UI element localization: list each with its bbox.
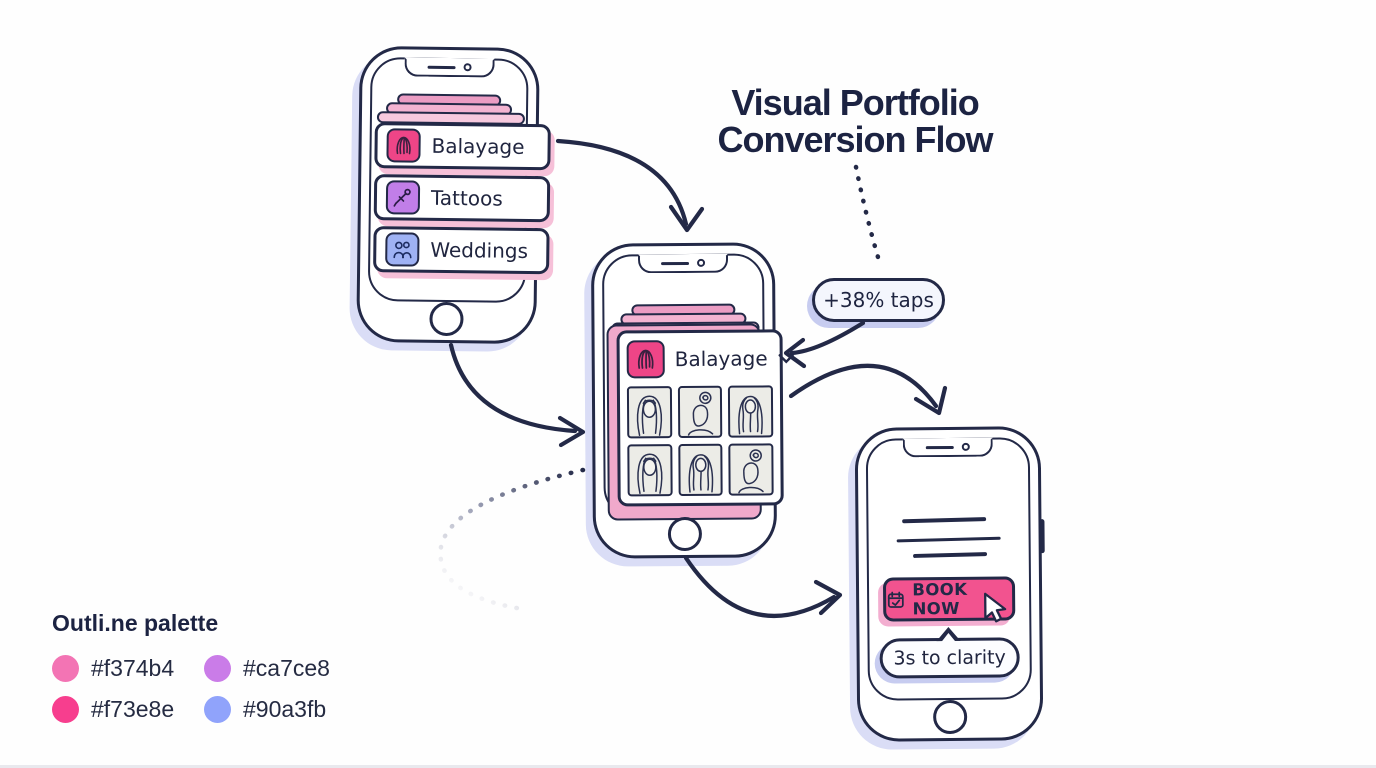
arrow-to-book-now: [683, 555, 837, 618]
color-swatch: [52, 696, 79, 723]
clarity-bubble: 3s to clarity: [879, 626, 1020, 679]
list-item-tattoos[interactable]: Tattoos: [373, 174, 551, 223]
category-list: Balayage Tattoos: [373, 122, 551, 275]
list-item-label: Tattoos: [430, 185, 503, 211]
portfolio-thumbnail[interactable]: [728, 443, 774, 496]
color-hex-label: #f374b4: [91, 655, 175, 681]
phone-booking: BOOK NOW 3s to clarity: [854, 426, 1045, 742]
camera-icon: [697, 258, 706, 267]
palette-swatch-item: #ca7ce8: [204, 655, 364, 682]
dotted-title-to-badge: [853, 164, 883, 267]
placeholder-text-lines: [896, 517, 1007, 558]
chevron-down-icon: [778, 353, 795, 364]
portfolio-thumbnail[interactable]: [627, 444, 673, 497]
notch: [637, 253, 729, 273]
arrowhead: [668, 204, 705, 233]
home-button: [933, 699, 968, 735]
color-swatch: [204, 655, 231, 682]
phone-gallery: Balayage: [590, 242, 794, 559]
list-item-label: Weddings: [430, 237, 529, 263]
balayage-dropdown-card: Balayage: [616, 329, 794, 507]
home-button: [667, 516, 703, 552]
notch: [404, 56, 495, 78]
arrow-badge-to-dropdown: [789, 320, 866, 356]
couple-icon: [385, 232, 420, 267]
color-hex-label: #90a3fb: [243, 696, 327, 722]
dropdown-label: Balayage: [674, 346, 768, 372]
arrow-list-to-gallery-bottom: [448, 342, 578, 434]
phone-category-list: Balayage Tattoos: [356, 45, 551, 345]
stacked-cards-decor: [376, 93, 526, 125]
book-now-button[interactable]: BOOK NOW: [882, 576, 1016, 622]
list-item-label: Balayage: [431, 133, 525, 159]
color-swatch: [204, 696, 231, 723]
page-title: Visual Portfolio Conversion Flow: [650, 84, 1060, 159]
list-item-balayage[interactable]: Balayage: [374, 122, 551, 171]
dotted-fading-arc: [438, 467, 586, 612]
notch: [902, 437, 993, 457]
taps-stat-label: +38% taps: [823, 288, 934, 312]
hair-icon: [386, 128, 421, 163]
speaker-icon: [661, 261, 690, 265]
color-swatch: [52, 655, 79, 682]
palette-swatch-item: #90a3fb: [204, 696, 364, 723]
arrow-gallery-to-booking: [788, 363, 939, 409]
list-item-weddings[interactable]: Weddings: [373, 226, 550, 275]
taps-stat-badge: +38% taps: [812, 278, 945, 322]
page-title-line1: Visual Portfolio: [731, 82, 979, 123]
arrowhead: [813, 579, 843, 616]
palette-swatch-item: #f73e8e: [52, 696, 204, 723]
color-hex-label: #f73e8e: [91, 696, 175, 722]
camera-icon: [463, 63, 472, 72]
portfolio-gallery: [626, 385, 774, 497]
hair-icon: [626, 340, 665, 379]
portfolio-thumbnail[interactable]: [677, 443, 723, 497]
side-button: [1039, 519, 1045, 554]
palette-heading: Outli.ne palette: [52, 610, 219, 636]
calendar-check-icon: [887, 591, 904, 608]
portfolio-thumbnail[interactable]: [677, 385, 723, 439]
portfolio-thumbnail[interactable]: [728, 385, 774, 438]
palette-swatch-item: #f374b4: [52, 655, 204, 682]
page-title-line2: Conversion Flow: [717, 119, 993, 161]
tattoo-machine-icon: [385, 180, 421, 215]
camera-icon: [961, 442, 970, 451]
clarity-bubble-label: 3s to clarity: [893, 646, 1006, 670]
portfolio-thumbnail[interactable]: [626, 386, 672, 439]
arrowhead: [913, 385, 948, 416]
palette-legend: Outli.ne palette #f374b4 #ca7ce8 #f73e8e…: [52, 610, 364, 723]
arrowhead: [557, 415, 586, 448]
speaker-icon: [925, 445, 954, 449]
cursor-pointer-icon: [984, 592, 1007, 623]
color-hex-label: #ca7ce8: [243, 655, 330, 681]
dropdown-header[interactable]: Balayage: [626, 339, 794, 379]
speaker-icon: [427, 65, 456, 69]
home-button: [429, 301, 464, 337]
